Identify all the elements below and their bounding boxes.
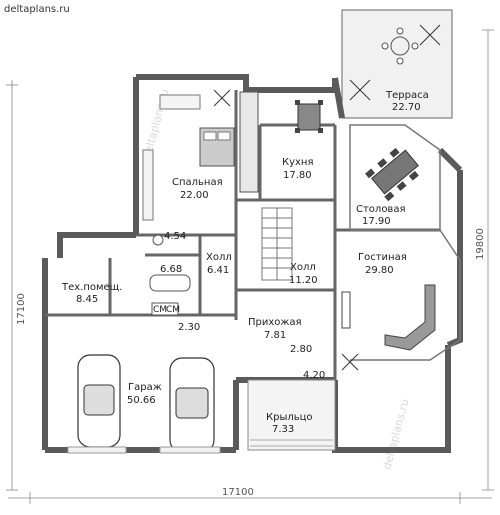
garage-door-left [67, 446, 127, 454]
car-icon [77, 354, 121, 448]
room-area: 2.80 [290, 344, 312, 355]
sofa-icon [384, 284, 436, 351]
room-area: 6.68 [160, 264, 182, 275]
room-label: Холл [290, 262, 316, 273]
desk [159, 94, 201, 110]
plant-icon [349, 79, 371, 101]
room-area: 2.30 [178, 322, 200, 333]
room-label: Тех.помещ. [61, 282, 122, 293]
bed-icon [199, 127, 235, 167]
room-label: Гараж [128, 382, 162, 393]
room-label: Кухня [282, 157, 314, 168]
room-area: 4.20 [303, 370, 325, 381]
room-area: 22.70 [392, 102, 421, 113]
plant-icon [419, 24, 441, 46]
room-label: Холл [206, 252, 232, 263]
staircase [261, 207, 293, 281]
room-area: 29.80 [365, 265, 394, 276]
room-area: 8.45 [76, 294, 98, 305]
room-label: Прихожая [248, 317, 302, 328]
room-area: 50.66 [127, 395, 156, 406]
watermark: deltaplans.ru [380, 398, 411, 471]
room-label: Терраса [385, 90, 429, 101]
fireplace-icon [341, 291, 351, 329]
plant-icon [341, 353, 359, 371]
dimension-lines [6, 29, 494, 504]
room-area: 17.80 [283, 170, 312, 181]
terrace [341, 9, 453, 119]
room-label: Столовая [356, 204, 405, 215]
dimension-bottom: 17100 [222, 487, 254, 498]
bathtub-icon [149, 274, 191, 292]
plant-icon [213, 89, 231, 107]
dimension-left: 17100 [16, 293, 27, 325]
car-icon [169, 357, 215, 453]
room-area: 22.00 [180, 190, 209, 201]
washer-icon [151, 302, 179, 316]
wardrobe [142, 149, 154, 221]
room-area: 4.54 [164, 231, 186, 242]
washer-label: СМ [153, 305, 167, 315]
toilet-icon [152, 234, 164, 246]
garage-door-right [159, 446, 221, 454]
room-area: 6.41 [207, 265, 229, 276]
room-area: 11.20 [289, 275, 318, 286]
room-area: 7.81 [264, 330, 286, 341]
kitchen-counter [239, 91, 323, 193]
site-logo[interactable]: deltaplans.ru [4, 4, 70, 15]
room-label: Гостиная [358, 252, 407, 263]
porch-steps [247, 379, 336, 451]
room-area: 7.33 [272, 424, 294, 435]
terrace-table [390, 36, 410, 56]
dining-table [365, 147, 419, 202]
room-area: 17.90 [362, 216, 391, 227]
living-bay [350, 229, 461, 361]
dimension-right: 19800 [475, 228, 486, 260]
room-label: Спальная [172, 177, 223, 188]
washer-label-2: СМ [166, 305, 180, 315]
dining-bay [349, 124, 441, 231]
room-label: Крыльцо [266, 412, 313, 423]
